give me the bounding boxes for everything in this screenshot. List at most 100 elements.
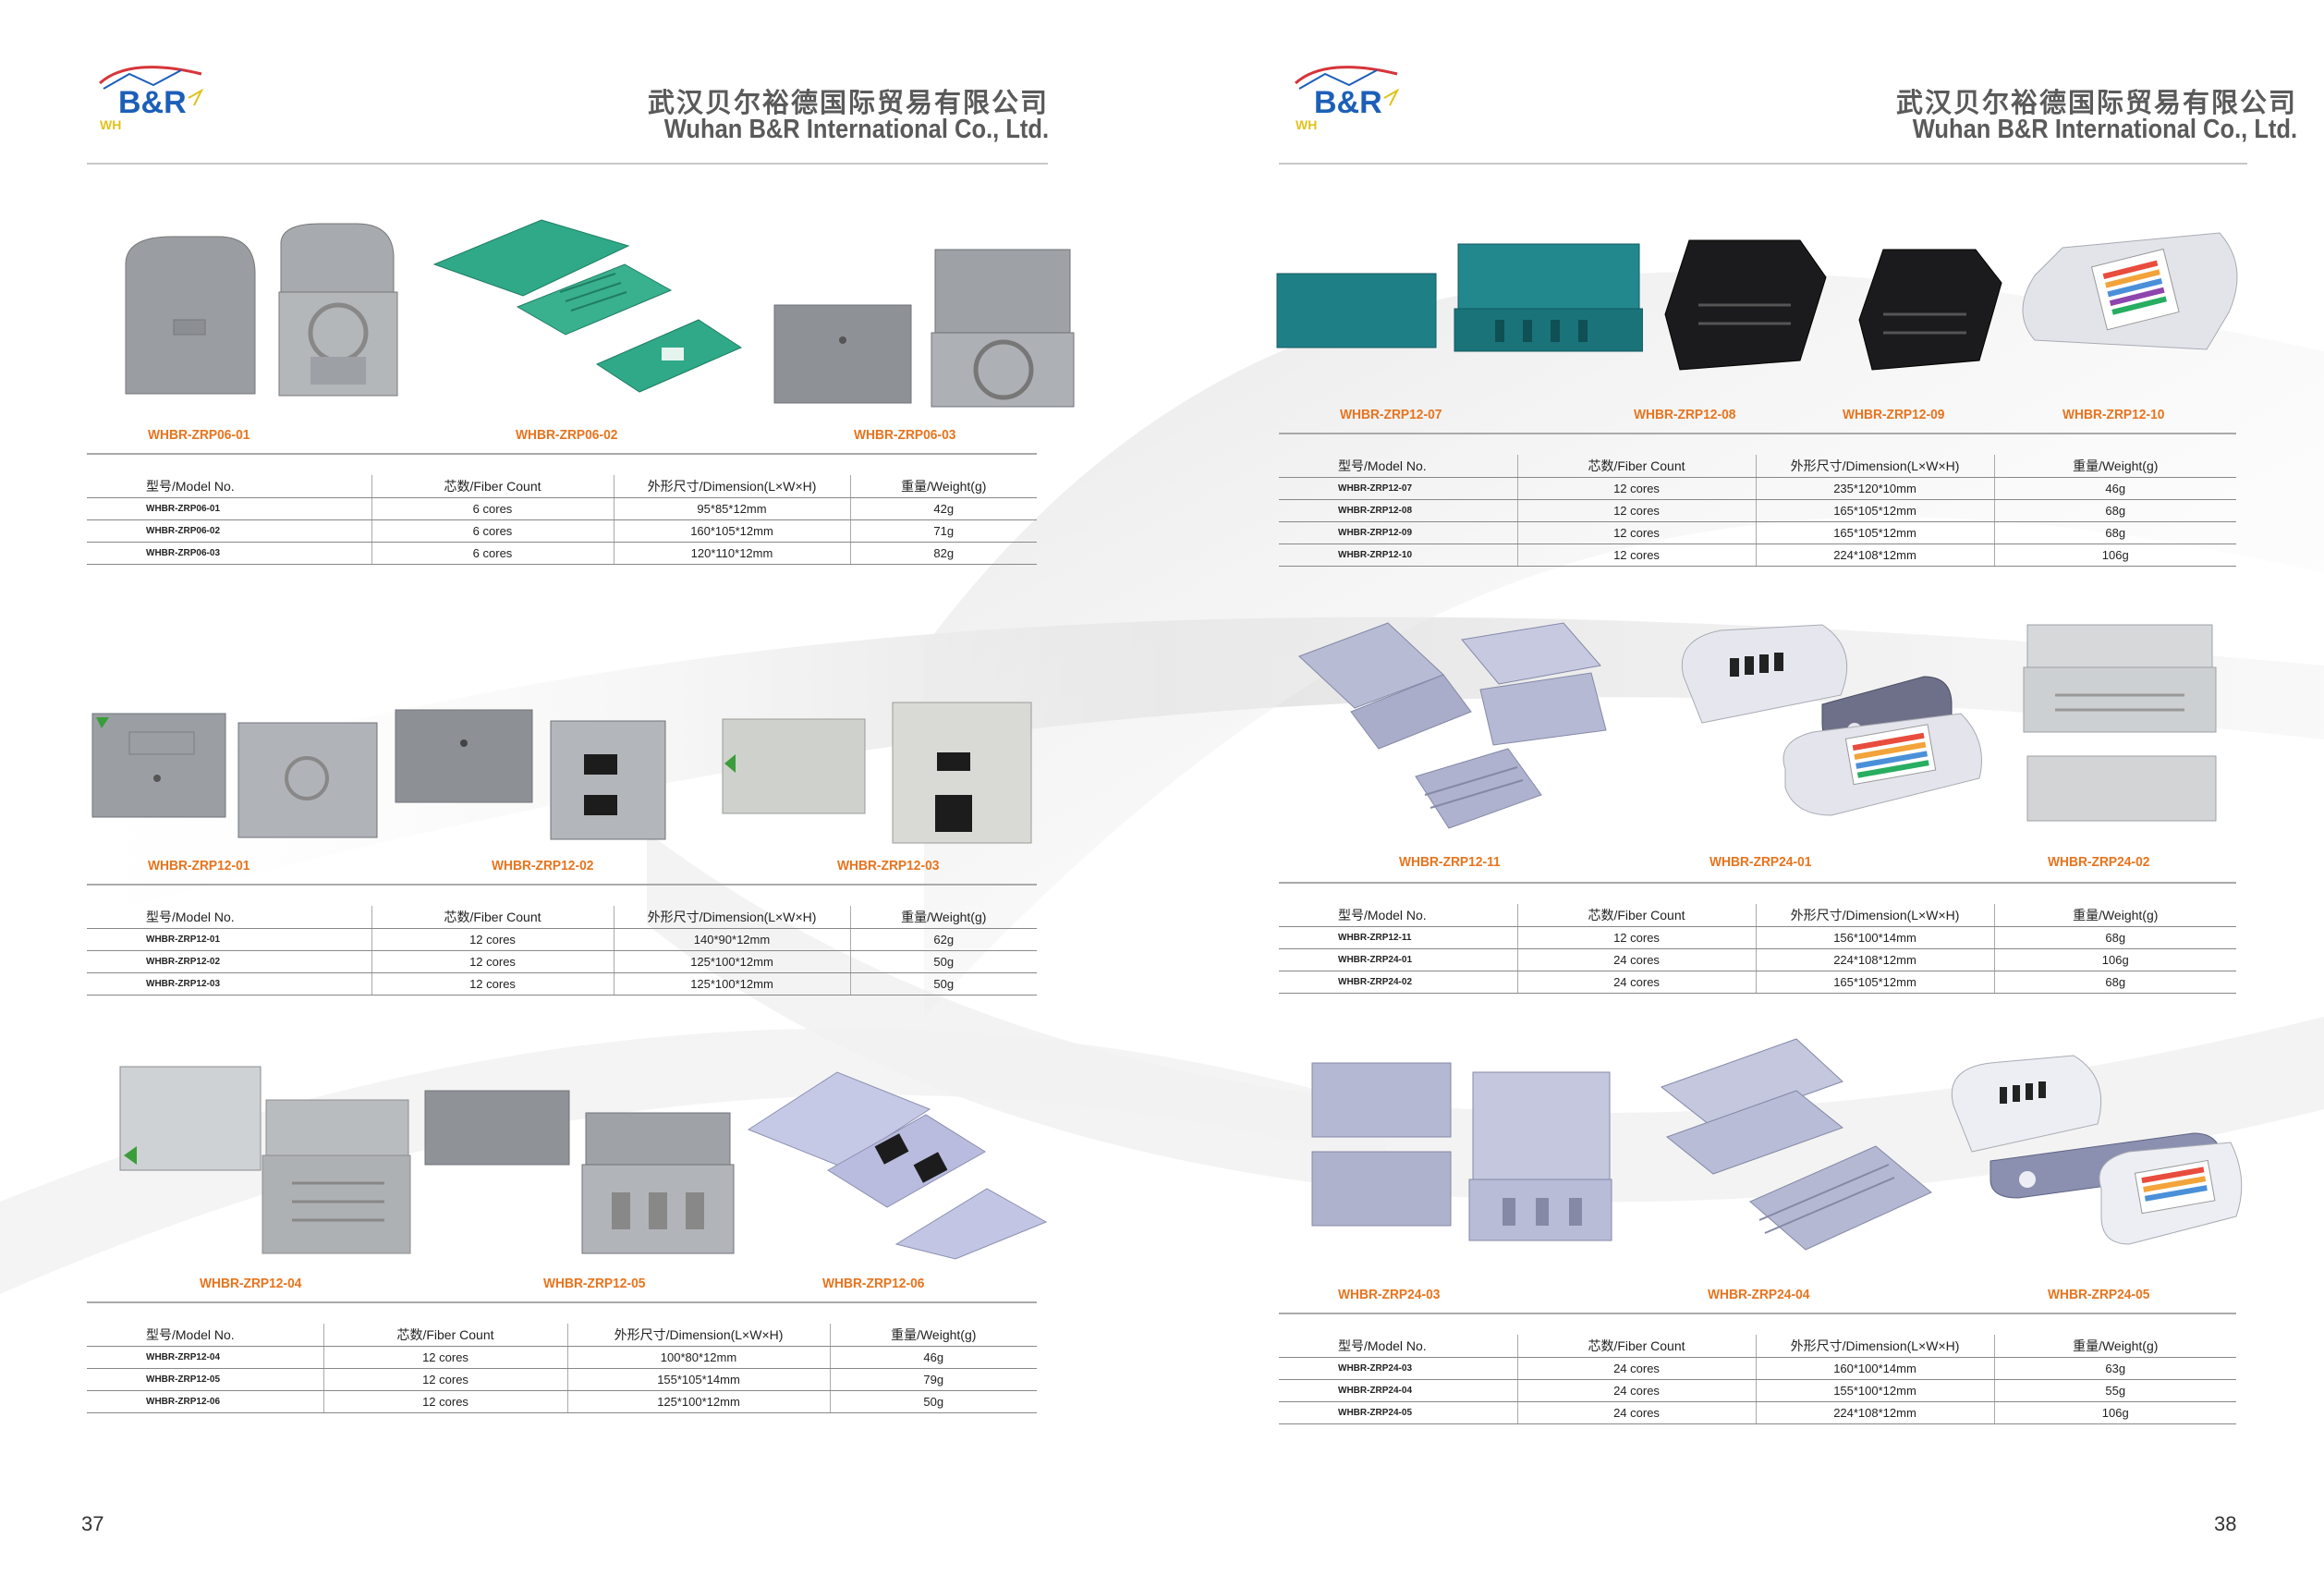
header-fiber: 芯数/Fiber Count <box>1516 455 1756 478</box>
product-label: WHBR-ZRP12-11 <box>1399 854 1501 870</box>
cell-dimension: 140*90*12mm <box>613 928 850 951</box>
cell-dimension: 156*100*14mm <box>1755 926 1994 949</box>
header-dimension: 外形尺寸/Dimension(L×W×H) <box>566 1324 830 1347</box>
company-logo: B&R WH <box>98 66 204 132</box>
product-label: WHBR-ZRP06-03 <box>854 427 956 443</box>
header-weight: 重量/Weight(g) <box>829 1324 1037 1347</box>
cell-model: WHBR-ZRP24-03 <box>1279 1357 1517 1380</box>
cell-weight: 68g <box>1993 521 2236 544</box>
cell-weight: 55g <box>1993 1379 2236 1402</box>
cell-model: WHBR-ZRP06-03 <box>87 542 371 565</box>
cell-model: WHBR-ZRP24-04 <box>1279 1379 1517 1402</box>
cell-weight: 62g <box>849 928 1037 951</box>
product-image-zrp24-01 <box>1681 624 1982 816</box>
cell-fiber: 12 cores <box>371 928 614 951</box>
cell-weight: 46g <box>829 1346 1037 1369</box>
product-label: WHBR-ZRP24-04 <box>1708 1287 1810 1302</box>
header-dimension: 外形尺寸/Dimension(L×W×H) <box>613 475 850 498</box>
header-fiber: 芯数/Fiber Count <box>371 475 614 498</box>
cell-dimension: 160*100*14mm <box>1755 1357 1994 1380</box>
svg-text:B&R: B&R <box>1314 85 1382 120</box>
company-name-cn: 武汉贝尔裕德国际贸易有限公司 <box>1895 89 2297 118</box>
cell-dimension: 120*110*12mm <box>613 542 850 565</box>
product-image-zrp12-04 <box>119 1066 411 1254</box>
header-model: 型号/Model No. <box>1279 1335 1517 1358</box>
product-image-zrp24-03 <box>1311 1062 1612 1241</box>
cell-dimension: 125*100*12mm <box>566 1390 830 1413</box>
cell-dimension: 224*108*12mm <box>1755 948 1994 971</box>
cell-model: WHBR-ZRP12-02 <box>87 950 371 973</box>
product-image-zrp06-03 <box>773 249 1075 408</box>
header-fiber: 芯数/Fiber Count <box>371 906 614 929</box>
cell-fiber: 12 cores <box>1516 544 1756 567</box>
cell-weight: 68g <box>1993 926 2236 949</box>
cell-fiber: 12 cores <box>322 1368 567 1391</box>
cell-model: WHBR-ZRP24-02 <box>1279 971 1517 994</box>
table-rule <box>1279 882 2236 884</box>
cell-model: WHBR-ZRP12-07 <box>1279 477 1517 500</box>
product-label: WHBR-ZRP12-02 <box>492 858 594 873</box>
cell-dimension: 95*85*12mm <box>613 497 850 520</box>
cell-weight: 68g <box>1993 971 2236 994</box>
cell-model: WHBR-ZRP12-06 <box>87 1390 323 1413</box>
cell-weight: 68g <box>1993 499 2236 522</box>
product-image-zrp06-02 <box>432 219 743 393</box>
company-name-en: Wuhan B&R International Co., Ltd. <box>1912 115 2297 144</box>
cell-weight: 82g <box>849 542 1037 565</box>
cell-weight: 42g <box>849 497 1037 520</box>
product-label: WHBR-ZRP12-03 <box>837 858 940 873</box>
cell-model: WHBR-ZRP12-10 <box>1279 544 1517 567</box>
header-dimension: 外形尺寸/Dimension(L×W×H) <box>1755 904 1994 927</box>
product-label: WHBR-ZRP12-06 <box>822 1276 925 1291</box>
cell-fiber: 12 cores <box>322 1346 567 1369</box>
product-label: WHBR-ZRP24-01 <box>1710 854 1812 870</box>
page-number: 38 <box>2214 1512 2237 1535</box>
header-rule <box>1279 163 2247 165</box>
cell-weight: 106g <box>1993 544 2236 567</box>
table-rule <box>87 884 1037 886</box>
cell-fiber: 12 cores <box>1516 926 1756 949</box>
cell-dimension: 125*100*12mm <box>613 950 850 973</box>
cell-weight: 46g <box>1993 477 2236 500</box>
cell-fiber: 12 cores <box>1516 499 1756 522</box>
cell-weight: 106g <box>1993 1401 2236 1424</box>
cell-model: WHBR-ZRP06-02 <box>87 519 371 543</box>
header-model: 型号/Model No. <box>1279 455 1517 478</box>
table-rule <box>87 453 1037 455</box>
header-weight: 重量/Weight(g) <box>849 475 1037 498</box>
page-37: B&R WH 武汉贝尔裕德国际贸易有限公司 Wuhan B&R Internat… <box>81 66 1075 1535</box>
cell-dimension: 155*100*12mm <box>1755 1379 1994 1402</box>
product-label: WHBR-ZRP12-07 <box>1340 407 1442 422</box>
product-label: WHBR-ZRP12-09 <box>1843 407 1945 422</box>
cell-fiber: 24 cores <box>1516 1379 1756 1402</box>
cell-fiber: 12 cores <box>1516 521 1756 544</box>
header-weight: 重量/Weight(g) <box>1993 455 2236 478</box>
svg-text:WH: WH <box>100 117 121 132</box>
product-image-zrp12-06 <box>747 1071 1048 1260</box>
cell-dimension: 224*108*12mm <box>1755 544 1994 567</box>
cell-model: WHBR-ZRP06-01 <box>87 497 371 520</box>
header-fiber: 芯数/Fiber Count <box>1516 904 1756 927</box>
product-image-zrp06-01 <box>125 223 398 397</box>
product-image-zrp12-02 <box>395 709 666 840</box>
cell-fiber: 12 cores <box>371 950 614 973</box>
product-label: WHBR-ZRP12-01 <box>148 858 250 873</box>
company-logo: B&R WH <box>1294 66 1400 132</box>
cell-dimension: 235*120*10mm <box>1755 477 1994 500</box>
cell-dimension: 165*105*12mm <box>1755 971 1994 994</box>
cell-weight: 71g <box>849 519 1037 543</box>
header-model: 型号/Model No. <box>87 475 371 498</box>
cell-dimension: 125*100*12mm <box>613 972 850 996</box>
header-weight: 重量/Weight(g) <box>849 906 1037 929</box>
